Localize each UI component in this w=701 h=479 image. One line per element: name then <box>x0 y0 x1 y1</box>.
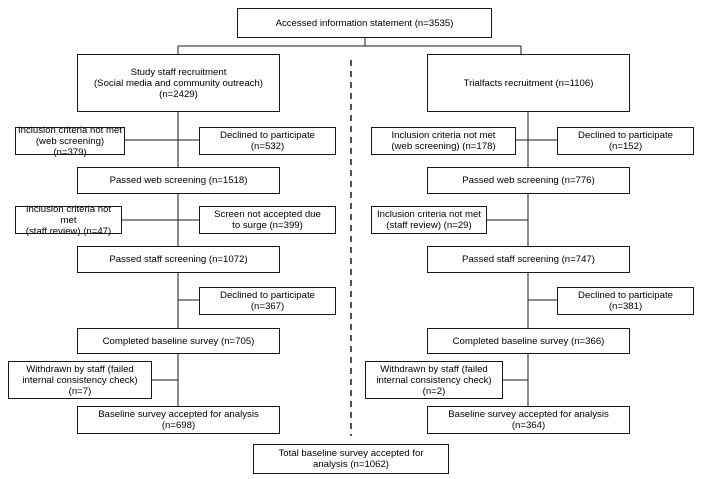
accessed-statement-box: Accessed information statement (n=3535) <box>237 8 492 38</box>
left-recruitment-box: Study staff recruitment (Social media an… <box>77 54 280 112</box>
left-declined1-box: Declined to participate (n=532) <box>199 127 336 155</box>
total-accepted-box: Total baseline survey accepted for analy… <box>253 444 449 474</box>
left-excl-staff-box: Inclusion criteria not met (staff review… <box>15 204 122 237</box>
left-excl-web-box: Inclusion criteria not met (web screenin… <box>15 125 125 158</box>
right-withdrawn-box: Withdrawn by staff (failed internal cons… <box>365 361 503 399</box>
right-declined1-box: Declined to participate (n=152) <box>557 127 694 155</box>
left-withdrawn-box: Withdrawn by staff (failed internal cons… <box>8 361 152 399</box>
right-excl-staff-box: Inclusion criteria not met (staff review… <box>371 206 487 234</box>
left-surge-box: Screen not accepted due to surge (n=399) <box>199 206 336 234</box>
left-baseline-box: Completed baseline survey (n=705) <box>77 328 280 354</box>
right-excl-web-box: Inclusion criteria not met (web screenin… <box>371 127 516 155</box>
right-declined2-box: Declined to participate (n=381) <box>557 287 694 315</box>
left-passed-web-box: Passed web screening (n=1518) <box>77 167 280 194</box>
right-recruitment-box: Trialfacts recruitment (n=1106) <box>427 54 630 112</box>
right-accepted-box: Baseline survey accepted for analysis (n… <box>427 406 630 434</box>
left-passed-staff-box: Passed staff screening (n=1072) <box>77 246 280 273</box>
right-passed-web-box: Passed web screening (n=776) <box>427 167 630 194</box>
left-accepted-box: Baseline survey accepted for analysis (n… <box>77 406 280 434</box>
left-declined2-box: Declined to participate (n=367) <box>199 287 336 315</box>
right-passed-staff-box: Passed staff screening (n=747) <box>427 246 630 273</box>
right-baseline-box: Completed baseline survey (n=366) <box>427 328 630 354</box>
